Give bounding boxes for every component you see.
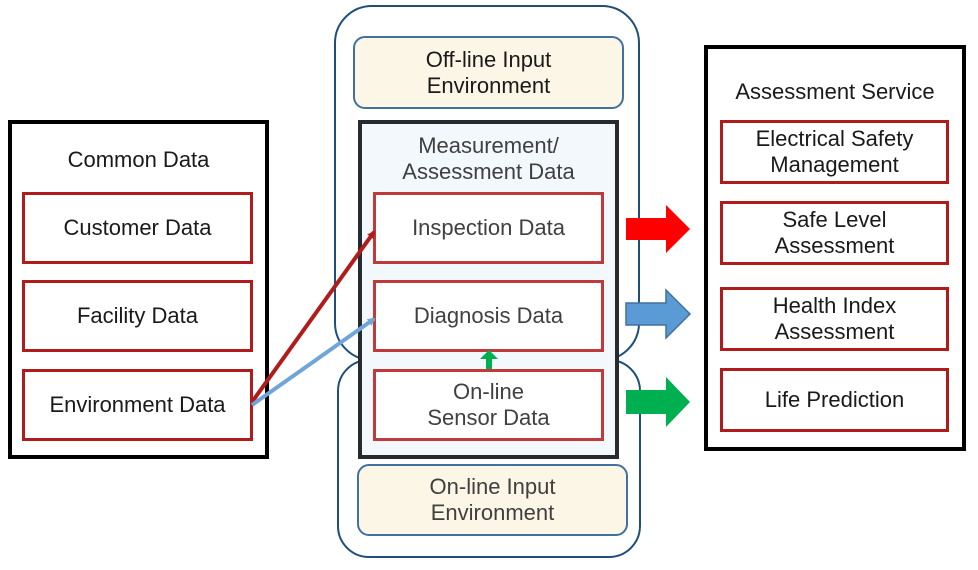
customer-data-box: Customer Data [22,192,253,264]
health-index-assessment-box: Health Index Assessment [720,287,949,351]
common-data-title: Common Data [67,147,210,173]
sensor-to-diagnosis-arrow [480,350,498,369]
facility-data-box: Facility Data [22,280,253,352]
offline-input-environment: Off-line Input Environment [353,36,624,109]
assessment-service-title: Assessment Service [735,79,935,105]
safe-level-assessment-box: Safe Level Assessment [720,201,949,265]
red-output-arrow [626,205,690,253]
blue-output-arrow [625,288,692,340]
environment-to-diagnosis-line [250,317,376,407]
green-output-arrow [626,377,690,427]
diagnosis-data-box: Diagnosis Data [373,280,604,352]
inspection-data-box: Inspection Data [373,192,604,264]
environment-to-inspection-line [250,230,376,404]
environment-data-box: Environment Data [22,369,253,441]
measurement-assessment-title: Measurement/ Assessment Data [402,133,575,184]
life-prediction-box: Life Prediction [720,368,949,432]
online-sensor-data-box: On-line Sensor Data [373,369,604,441]
online-input-environment: On-line Input Environment [357,464,628,536]
electrical-safety-management-box: Electrical Safety Management [720,120,949,184]
